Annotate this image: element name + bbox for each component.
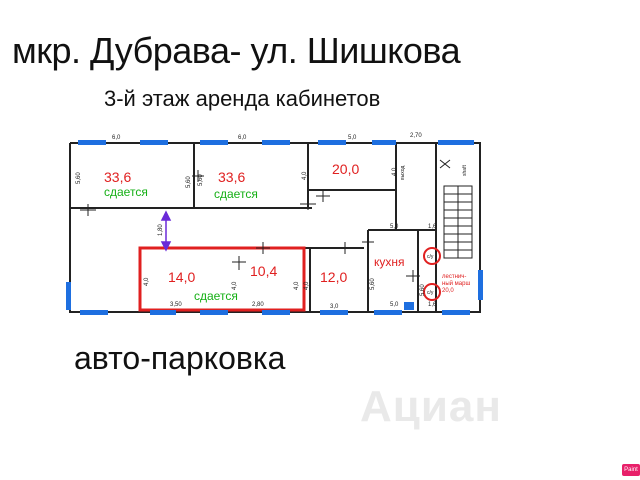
- dim-tiny-2: shaft: [462, 165, 468, 176]
- page-title: мкр. Дубрава- ул. Шишкова: [12, 30, 461, 71]
- dim-inner-1: 5,0: [390, 224, 399, 230]
- svg-text:5,60: 5,60: [370, 278, 376, 290]
- dim-top-2: 6,0: [238, 135, 247, 141]
- room-6-area: 12,0: [320, 269, 347, 285]
- dim-inner-2: 1,6: [428, 224, 437, 230]
- wc-label-2: с/у: [427, 290, 434, 296]
- stair-note-1: лестнич-: [442, 274, 466, 280]
- dim-top-3: 5,0: [348, 135, 357, 141]
- page-subtitle: 3-й этаж аренда кабинетов: [104, 86, 381, 111]
- svg-text:5,60: 5,60: [76, 172, 82, 184]
- svg-text:4,0: 4,0: [144, 277, 150, 286]
- light-fixtures: [80, 159, 451, 282]
- svg-text:4,0: 4,0: [232, 281, 238, 290]
- dim-bottom-4: 5,0: [390, 302, 399, 308]
- room-1-status: сдается: [104, 185, 148, 199]
- dim-bottom-3: 3,0: [330, 304, 339, 310]
- dim-tiny-1: выход: [400, 166, 406, 180]
- dim-top-4: 2,70: [410, 133, 422, 139]
- stairs: [443, 185, 473, 259]
- parking-label: авто-парковка: [74, 340, 286, 376]
- paint-badge: Paint: [622, 464, 640, 476]
- room-5-area: 10,4: [250, 263, 277, 279]
- room-2-area: 33,6: [218, 169, 245, 185]
- height-arrow: [160, 210, 172, 252]
- vertical-dims: 5,60 5,60 5,60 4,0 1,80 4,0 4,0 4,0 5,60…: [76, 167, 426, 296]
- room-3-area: 20,0: [332, 161, 359, 177]
- watermark: Ациан: [360, 382, 502, 431]
- wc-markers: [423, 247, 441, 301]
- room-5-status: сдается: [194, 289, 238, 303]
- svg-text:4,0: 4,0: [302, 171, 308, 180]
- svg-text:1,80: 1,80: [158, 224, 164, 236]
- wc-label-1: с/у: [427, 254, 434, 260]
- svg-text:4,0: 4,0: [294, 281, 300, 290]
- dim-bottom-2: 2,80: [252, 302, 264, 308]
- room-1-area: 33,6: [104, 169, 131, 185]
- stair-note-2: ный марш: [442, 280, 470, 287]
- svg-text:4,0: 4,0: [304, 281, 310, 290]
- dim-top-1: 6,0: [112, 135, 121, 141]
- svg-text:4,0: 4,0: [392, 167, 398, 176]
- kitchen-label: кухня: [374, 255, 405, 269]
- svg-text:5,60: 5,60: [186, 176, 192, 188]
- stair-note-3: 20,0: [442, 288, 454, 294]
- room-4-area: 14,0: [168, 269, 195, 285]
- windows: [66, 140, 483, 315]
- room-2-status: сдается: [214, 187, 258, 201]
- dim-bottom-1: 3,50: [170, 302, 182, 308]
- svg-text:5,60: 5,60: [198, 174, 204, 186]
- walls: [69, 142, 481, 313]
- dim-bottom-5: 1,6: [428, 302, 437, 308]
- svg-text:5,60: 5,60: [420, 284, 426, 296]
